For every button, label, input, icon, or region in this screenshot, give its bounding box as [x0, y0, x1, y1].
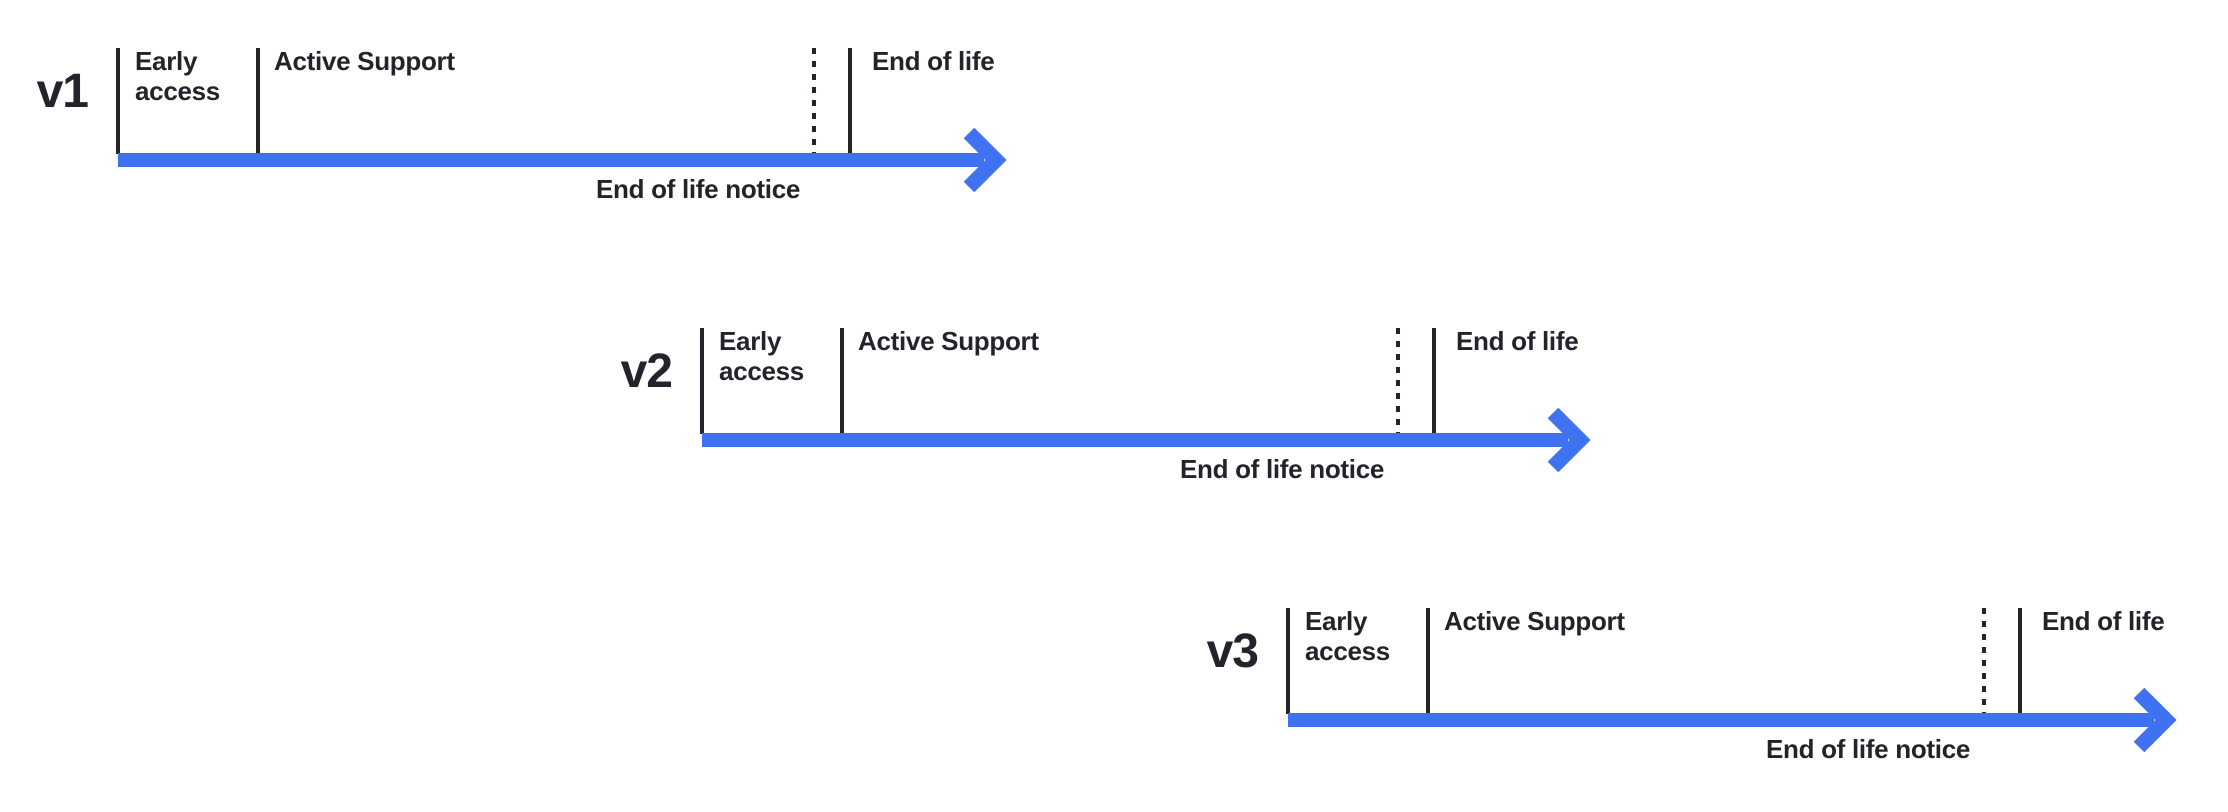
- early-access-label: Early access: [719, 326, 804, 386]
- timeline-row-v2: v2 Early access Active Support End of li…: [621, 326, 1612, 498]
- tick-active-support-start: [1426, 608, 1430, 714]
- tick-end-of-life-notice-dashed: [1396, 328, 1400, 434]
- timeline-arrow: [1288, 687, 2177, 753]
- timeline-arrow: [702, 407, 1591, 473]
- tick-early-access-start: [1286, 608, 1290, 714]
- end-of-life-notice-label: End of life notice: [1179, 454, 1385, 484]
- end-of-life-notice-label: End of life notice: [595, 174, 801, 204]
- tick-early-access-start: [700, 328, 704, 434]
- tick-end-of-life: [1432, 328, 1436, 434]
- tick-end-of-life: [848, 48, 852, 154]
- timeline-row-v3: v3 Early access Active Support End of li…: [1207, 606, 2198, 778]
- version-label: v3: [1206, 625, 1259, 678]
- tick-end-of-life: [2018, 608, 2022, 714]
- tick-end-of-life-notice-dashed: [1982, 608, 1986, 714]
- active-support-label: Active Support: [274, 46, 455, 76]
- active-support-label: Active Support: [1444, 606, 1625, 636]
- end-of-life-label: End of life: [872, 46, 995, 76]
- end-of-life-label: End of life: [1456, 326, 1579, 356]
- early-access-label: Early access: [1305, 606, 1390, 666]
- version-label: v1: [36, 65, 89, 118]
- version-label: v2: [620, 345, 673, 398]
- end-of-life-notice-label: End of life notice: [1765, 734, 1971, 764]
- tick-active-support-start: [840, 328, 844, 434]
- end-of-life-label: End of life: [2042, 606, 2165, 636]
- timeline-arrow: [118, 127, 1007, 193]
- tick-end-of-life-notice-dashed: [812, 48, 816, 154]
- active-support-label: Active Support: [858, 326, 1039, 356]
- tick-active-support-start: [256, 48, 260, 154]
- timeline-row-v1: v1 Early access Active Support End of li…: [37, 46, 1028, 218]
- tick-early-access-start: [116, 48, 120, 154]
- early-access-label: Early access: [135, 46, 220, 106]
